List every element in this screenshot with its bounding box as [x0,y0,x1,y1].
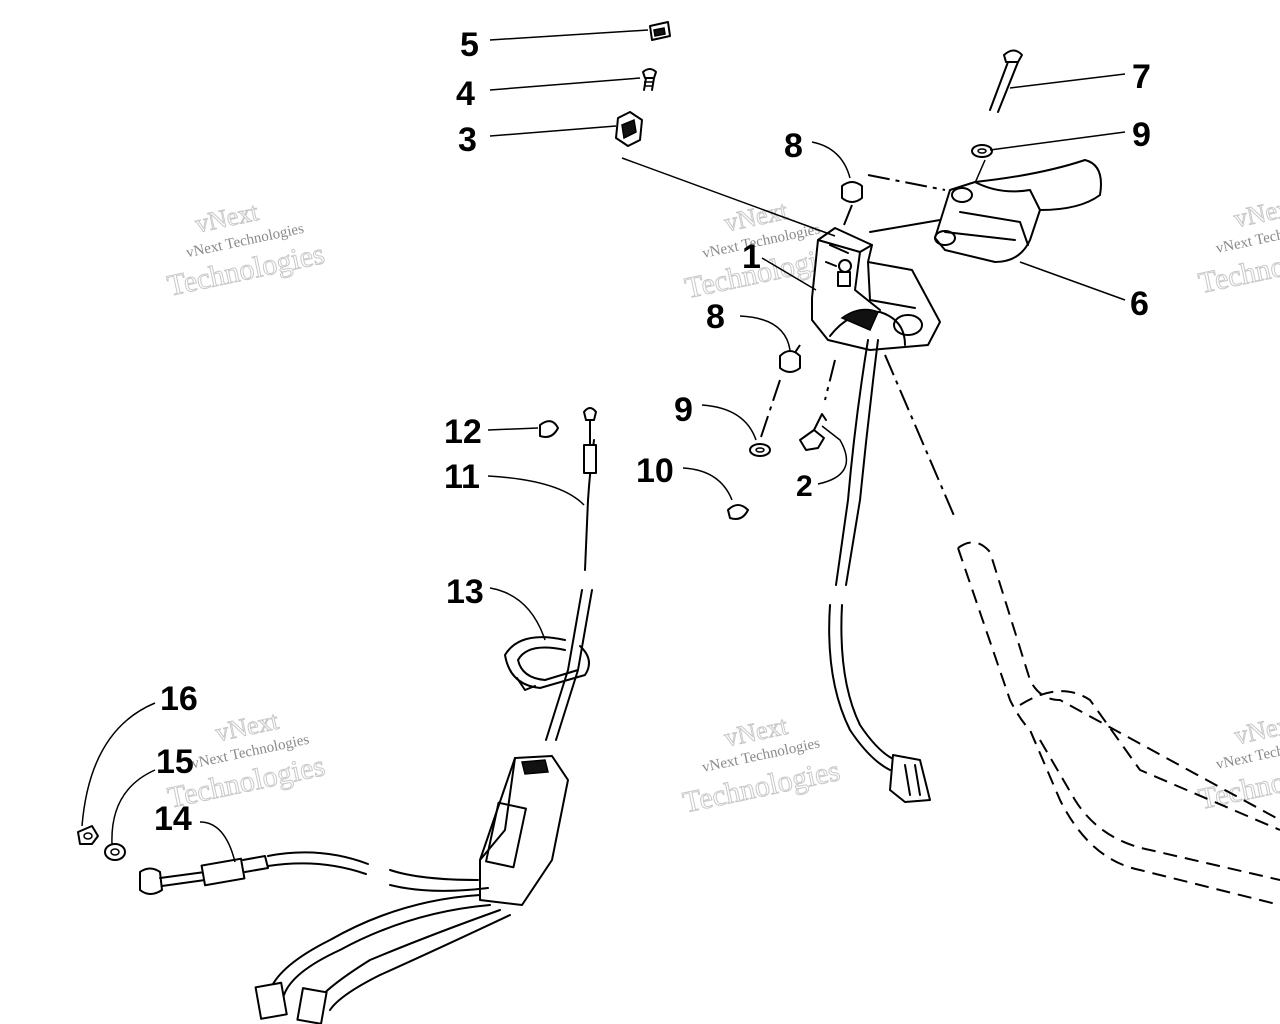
pivot-bolt [989,49,1023,113]
callout-3: 3 [458,121,477,159]
washer-9-lower [749,443,771,457]
callout-10: 10 [636,452,674,490]
callout-5: 5 [460,26,479,64]
adjuster-block-3 [615,111,643,147]
e-clip-10 [727,504,749,520]
throttle-cable-upper [545,439,595,741]
switch-wire [828,339,931,803]
callout-8-top: 8 [784,127,803,165]
callout-8-lower: 8 [706,298,725,336]
watermark-left-top: vNext vNext Technologies Technologies [164,196,328,303]
bushing-8-lower [779,350,801,373]
callout-1: 1 [742,238,761,276]
cable-end-11 [583,407,597,474]
callout-12: 12 [444,413,482,451]
callout-14: 14 [154,800,192,838]
callout-11: 11 [444,458,480,496]
leader-lines [81,29,1126,863]
callout-2: 2 [796,470,813,503]
watermark-right-bottom: vNext vNext Technologies Technologies [1195,708,1280,816]
nut-16 [77,825,99,845]
cable-clamp-13 [504,636,590,691]
callout-7: 7 [1132,58,1151,96]
callout-16: 16 [160,680,198,718]
assembly-lines [621,157,986,441]
screw-2 [799,413,827,451]
cable-junction-box [479,755,569,906]
watermark-line1: vNext [1231,192,1280,234]
watermark-center-bottom: vNext vNext Technologies Technologies [679,710,843,820]
washer-15 [104,843,126,861]
lower-cables [254,869,511,1024]
choke-cable-14 [139,851,369,895]
throttle-housing [811,227,941,351]
washer-9-top [971,144,993,158]
ferrule-12 [539,420,559,438]
callout-9-top: 9 [1132,116,1151,154]
callout-6: 6 [1130,285,1149,323]
watermark-right-top: vNext vNext Technologies Technologies [1195,191,1280,300]
cover-5 [649,21,671,41]
throttle-lever [934,159,1102,263]
callout-9-lower: 9 [674,391,693,429]
callout-13: 13 [446,573,484,611]
callout-4: 4 [456,75,475,113]
callout-15: 15 [156,743,194,781]
handlebar-outline [869,319,1280,906]
screw-4 [642,68,657,91]
bushing-8-top [841,181,863,203]
